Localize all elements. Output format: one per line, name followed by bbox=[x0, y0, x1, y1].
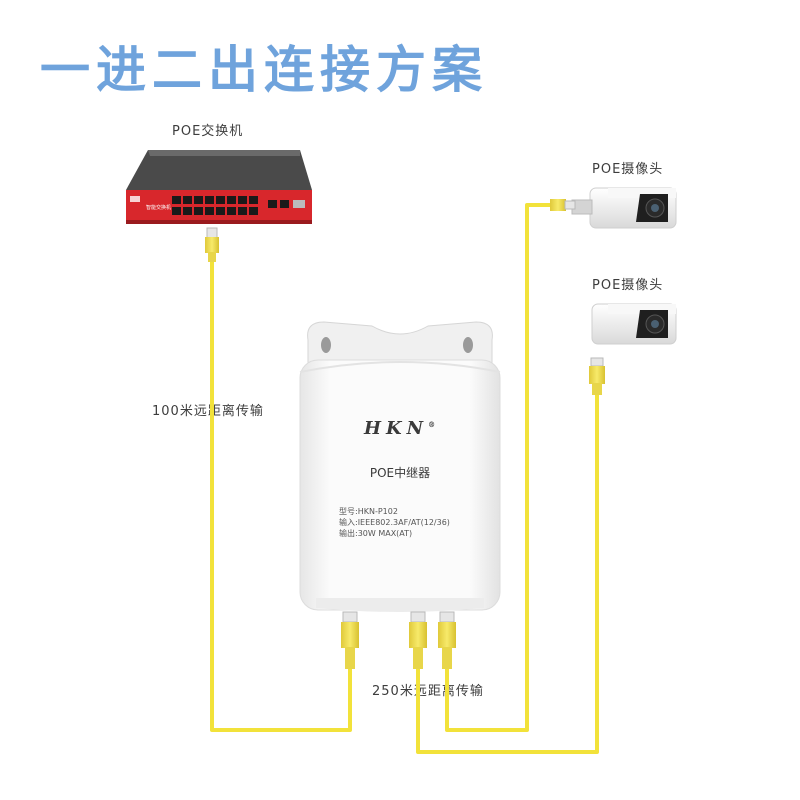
extender-output-plug-1 bbox=[409, 611, 427, 669]
switch-plug bbox=[205, 227, 219, 262]
camera-2-label: POE摄像头 bbox=[592, 278, 664, 293]
extender-brand: HKN bbox=[364, 418, 429, 439]
extender-brand-mark: ® bbox=[428, 420, 441, 429]
page-title: 一进二出连接方案 bbox=[40, 41, 488, 99]
extender-spec-output: 输出:30W MAX(AT) bbox=[339, 529, 413, 538]
camera-2 bbox=[591, 303, 677, 345]
switch-panel-text: 智能交换机 bbox=[146, 205, 172, 211]
output-distance-label: 250米远距离传输 bbox=[372, 684, 484, 699]
extender-brand-logo: HKN® bbox=[364, 418, 436, 439]
cables bbox=[210, 203, 599, 754]
extender-spec-input: 输入:IEEE802.3AF/AT(12/36) bbox=[339, 518, 450, 527]
camera-1 bbox=[571, 187, 677, 229]
camera-2-plug bbox=[589, 357, 605, 395]
poe-extender bbox=[299, 321, 501, 612]
poe-switch bbox=[126, 150, 312, 224]
extender-spec-model: 型号:HKN-P102 bbox=[339, 507, 398, 516]
extender-product-name: POE中继器 bbox=[369, 466, 431, 480]
output-cable-1 bbox=[416, 395, 599, 754]
camera-1-plug bbox=[550, 199, 576, 211]
switch-label: POE交换机 bbox=[172, 124, 244, 139]
input-cable bbox=[210, 262, 352, 732]
output-cable-2 bbox=[445, 203, 562, 732]
switch-ports bbox=[172, 196, 305, 215]
input-distance-label: 100米远距离传输 bbox=[152, 404, 264, 419]
camera-1-label: POE摄像头 bbox=[592, 162, 664, 177]
extender-input-plug bbox=[341, 611, 359, 669]
extender-output-plug-2 bbox=[438, 611, 456, 669]
